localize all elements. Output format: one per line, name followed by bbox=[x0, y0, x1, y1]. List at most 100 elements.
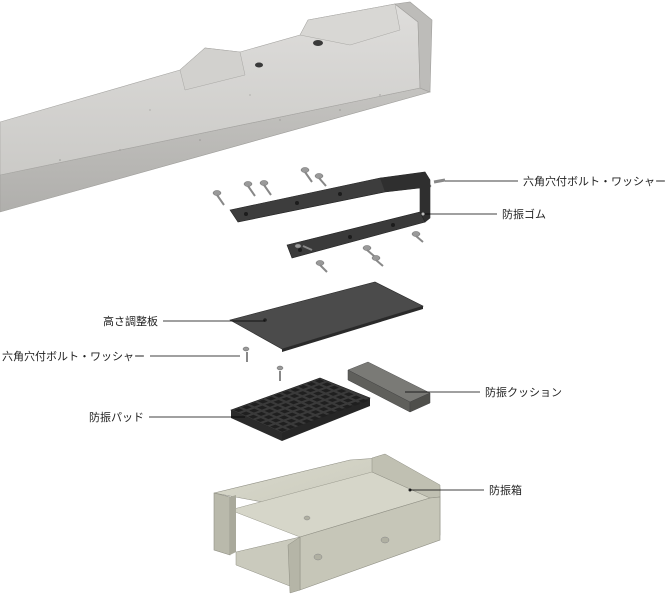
concrete-sleeper bbox=[0, 1, 433, 213]
pad-grid-cell bbox=[304, 394, 315, 399]
pad-grid-cell bbox=[294, 415, 305, 420]
pad-grid-cell bbox=[257, 405, 268, 410]
bolt-icon bbox=[314, 173, 327, 187]
pad-grid-cell bbox=[264, 408, 275, 413]
pad-grid-cell bbox=[241, 405, 252, 410]
pad-grid-cell bbox=[311, 403, 322, 408]
pad-grid-cell bbox=[249, 402, 260, 407]
callout-labels: 六角穴付ボルト・ワッシャー 防振ゴム 高さ調整板 六角穴付ボルト・ワッシャー 防… bbox=[2, 174, 666, 497]
pad-grid-cell bbox=[326, 404, 337, 409]
pad-grid-cell bbox=[255, 418, 266, 423]
pad-grid-cell bbox=[301, 419, 312, 424]
pad-grid-cell bbox=[262, 421, 273, 426]
pad-grid-cell bbox=[289, 394, 300, 399]
pad-grid-cell bbox=[313, 391, 323, 396]
pad-grid-cell bbox=[351, 395, 361, 400]
pad-grid-cell bbox=[290, 387, 301, 392]
pad-grid-cell bbox=[350, 401, 361, 406]
pad-grid-cell bbox=[305, 388, 316, 393]
label-bolt-washer-left: 六角穴付ボルト・ワッシャー bbox=[2, 349, 145, 363]
height-adjustment-plate bbox=[229, 281, 424, 352]
pad-grid-cell bbox=[277, 427, 288, 432]
label-vibration-rubber: 防振ゴム bbox=[502, 207, 546, 221]
pad-grid-cell bbox=[279, 409, 290, 414]
pad-grid-cell bbox=[270, 424, 281, 429]
bolt-icon bbox=[411, 231, 424, 243]
pad-grid-cell bbox=[334, 407, 344, 412]
vibration-rubber-part bbox=[229, 171, 431, 259]
pad-grid-cell bbox=[312, 397, 323, 402]
pad-grid-cell bbox=[287, 412, 298, 417]
pad-grid-cell bbox=[233, 408, 244, 413]
bolt-icon bbox=[276, 365, 284, 381]
pad-grid-cell bbox=[274, 393, 285, 398]
pad-grid-cell bbox=[265, 402, 276, 407]
bolt-washer-set-lower bbox=[294, 231, 424, 273]
pad-grid-cell bbox=[285, 425, 296, 429]
pad-grid-cell bbox=[296, 403, 306, 408]
pad-grid-cell bbox=[258, 399, 268, 404]
pad-grid-cell bbox=[297, 391, 308, 396]
pad-grid-cell bbox=[295, 409, 306, 414]
pad-grid-cell bbox=[321, 388, 331, 393]
pad-grid-cell bbox=[249, 408, 259, 413]
vibration-pad bbox=[230, 377, 371, 441]
pad-grid-cell bbox=[343, 398, 353, 403]
pad-grid-cell bbox=[296, 397, 307, 402]
pad-grid-cell bbox=[328, 391, 339, 396]
bolt-icon bbox=[212, 190, 225, 206]
bolt-icon bbox=[259, 180, 272, 196]
bolt-icon bbox=[371, 255, 384, 267]
bolt-icon bbox=[362, 245, 375, 257]
pad-grid-cell bbox=[336, 388, 347, 393]
pad-grid-cell bbox=[317, 413, 328, 418]
bolt-icon bbox=[300, 167, 313, 183]
pad-grid-cell bbox=[335, 395, 346, 400]
pad-grid-cell bbox=[320, 394, 331, 399]
pad-grid-cell bbox=[248, 414, 259, 419]
label-bolt-washer-top: 六角穴付ボルト・ワッシャー bbox=[523, 174, 666, 188]
pad-grid-cell bbox=[342, 404, 353, 409]
pad-grid-cell bbox=[279, 415, 289, 420]
pad-grid-cell bbox=[314, 379, 325, 384]
pad-grid-cell bbox=[271, 418, 281, 423]
pad-grid-cell bbox=[358, 398, 369, 403]
bolt-icon bbox=[243, 181, 256, 197]
pad-grid-cell bbox=[304, 400, 315, 405]
pad-grid-cell bbox=[280, 403, 291, 408]
pad-grid-cell bbox=[306, 382, 317, 386]
pad-grid-cell bbox=[287, 406, 298, 411]
pad-grid-cell bbox=[309, 416, 320, 421]
pad-grid-cell bbox=[273, 399, 284, 404]
pad-grid-cell bbox=[302, 412, 313, 417]
pad-grid-cell bbox=[303, 406, 314, 411]
pad-grid-cells bbox=[233, 379, 369, 432]
leader-lines bbox=[149, 180, 518, 491]
pad-grid-cell bbox=[343, 392, 354, 397]
pad-grid-cell bbox=[310, 410, 321, 415]
pad-grid-cell bbox=[319, 400, 330, 405]
pad-grid-cell bbox=[321, 382, 332, 387]
label-vibration-pad: 防振パッド bbox=[89, 410, 144, 424]
bolt-washer-set-left bbox=[242, 346, 284, 381]
pad-grid-cell bbox=[327, 398, 338, 403]
pad-grid-cell bbox=[298, 384, 309, 389]
pad-grid-cell bbox=[288, 400, 299, 405]
bolt-icon bbox=[315, 260, 328, 273]
pad-grid-cell bbox=[241, 411, 251, 416]
pad-grid-cell bbox=[272, 406, 283, 411]
bolt-icon bbox=[294, 243, 313, 251]
pad-grid-cell bbox=[329, 385, 340, 390]
label-vibration-box: 防振箱 bbox=[489, 483, 522, 497]
pad-grid-cell bbox=[282, 390, 293, 395]
pad-grid-cell bbox=[281, 396, 292, 401]
pad-grid-cell bbox=[293, 422, 304, 427]
pad-grid-cell bbox=[278, 421, 289, 426]
label-vibration-cushion: 防振クッション bbox=[485, 385, 562, 399]
pad-grid-cell bbox=[326, 410, 336, 415]
pad-grid-cell bbox=[263, 415, 274, 420]
label-height-adjustment-plate: 高さ調整板 bbox=[103, 314, 158, 328]
pad-grid-cell bbox=[271, 412, 282, 417]
pad-grid-cell bbox=[318, 407, 329, 412]
